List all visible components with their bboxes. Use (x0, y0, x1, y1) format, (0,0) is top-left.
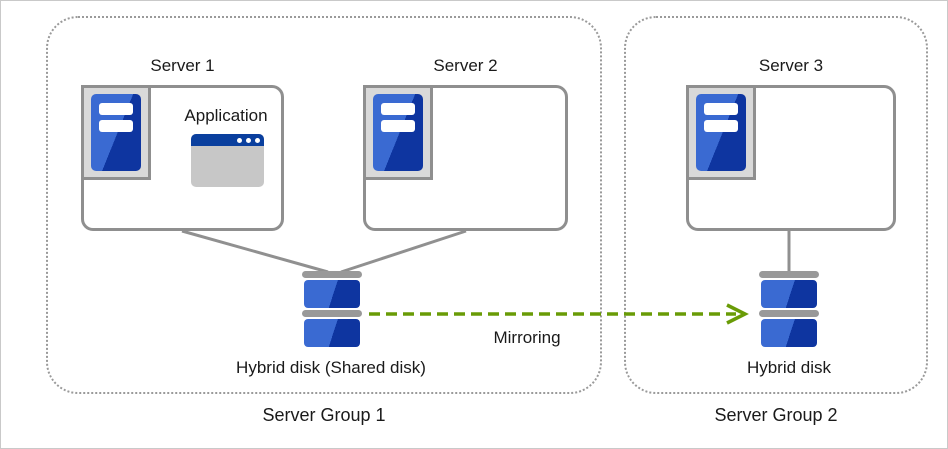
server-tower-icon (696, 94, 746, 171)
application-label: Application (184, 106, 268, 125)
server-2-box (363, 85, 568, 231)
shared-disk-label: Hybrid disk (Shared disk) (236, 358, 426, 377)
disk-cap-icon (302, 271, 362, 278)
server-1-box: Application (81, 85, 284, 231)
drive-bay-icon (381, 103, 415, 115)
server-tower-icon (91, 94, 141, 171)
drive-bay-icon (99, 120, 133, 132)
server-group-1-container (46, 16, 602, 394)
server-group-2-label: Server Group 2 (714, 405, 838, 425)
server-group-2-container (624, 16, 928, 394)
disk-platter-icon (304, 319, 360, 347)
drive-bay-icon (704, 103, 738, 115)
server-group-1-label: Server Group 1 (262, 405, 386, 425)
server-icon-frame (363, 85, 433, 180)
window-titlebar-icon (191, 134, 264, 146)
server-icon-frame (686, 85, 756, 180)
drive-bay-icon (99, 103, 133, 115)
window-dot-icon (255, 138, 260, 143)
disk-platter-icon (761, 280, 817, 308)
server-icon-frame (81, 85, 151, 180)
window-dot-icon (237, 138, 242, 143)
server-3-label: Server 3 (758, 56, 824, 75)
hybrid-disk-icon (759, 271, 819, 347)
hybrid-disk-label: Hybrid disk (746, 358, 832, 377)
disk-cap-icon (759, 310, 819, 317)
disk-cap-icon (759, 271, 819, 278)
disk-platter-icon (304, 280, 360, 308)
shared-hybrid-disk-icon (302, 271, 362, 347)
server-3-box (686, 85, 896, 231)
server-1-label: Server 1 (150, 56, 215, 75)
application-window-icon (191, 134, 264, 187)
disk-platter-icon (761, 319, 817, 347)
disk-cap-icon (302, 310, 362, 317)
mirroring-label: Mirroring (493, 328, 561, 347)
drive-bay-icon (704, 120, 738, 132)
drive-bay-icon (381, 120, 415, 132)
server-tower-icon (373, 94, 423, 171)
server-2-label: Server 2 (433, 56, 498, 75)
window-dot-icon (246, 138, 251, 143)
